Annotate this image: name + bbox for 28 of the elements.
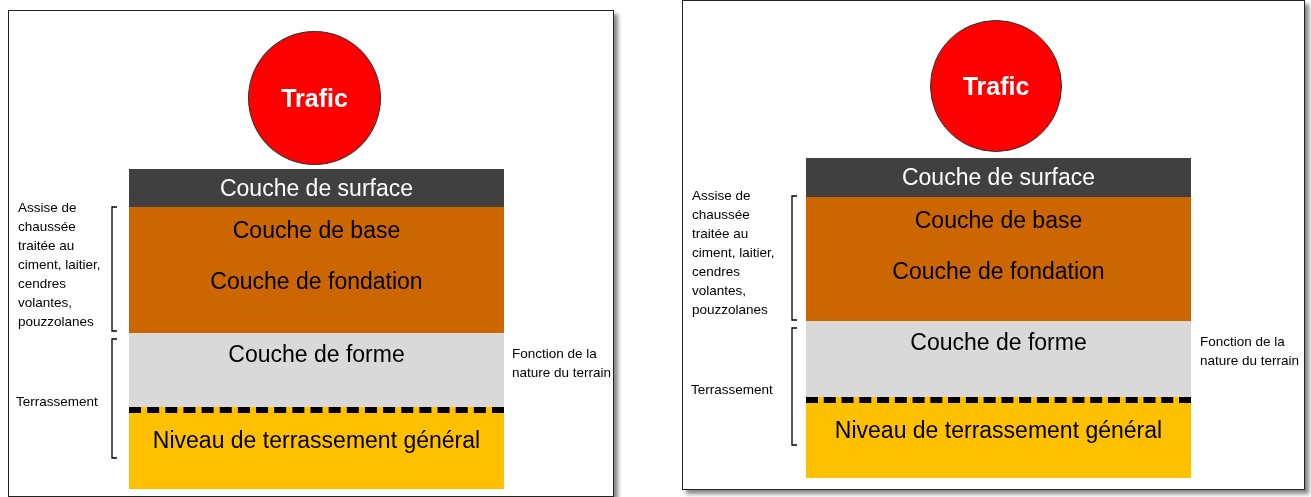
surface-layer (806, 158, 1191, 197)
formation-layer (129, 333, 504, 409)
layer-name: Couche de forme (228, 341, 405, 368)
side-note: Terrassement (691, 381, 774, 399)
diagram-panel (8, 10, 614, 497)
formation-layer (806, 321, 1191, 397)
side-note: Assise de chaussée traitée au ciment, laitier, cendres volantes, pouzzolanes (18, 199, 102, 331)
circle-label: Trafic (281, 83, 348, 113)
side-note: Terrassement (16, 393, 99, 411)
layer-name: Couche de base (914, 207, 1083, 234)
earthwork-layer (806, 397, 1191, 478)
base-layer (806, 197, 1191, 321)
layer-name: Niveau de terrassement général (152, 427, 481, 454)
diagram-panel (682, 0, 1305, 490)
layer-name: Niveau de terrassement général (834, 417, 1163, 444)
surface-layer (129, 169, 504, 207)
base-layer (129, 207, 504, 333)
layer-name: Couche de base (232, 217, 401, 244)
side-note: Assise de chaussée traitée au ciment, laitier, cendres volantes, pouzzolanes (692, 187, 776, 319)
side-note: Fonction de la nature du terrain (1200, 333, 1301, 370)
side-note: Fonction de la nature du terrain (512, 345, 612, 382)
layer-name: Couche de surface (901, 164, 1096, 191)
layer-name: Couche de fondation (892, 258, 1105, 285)
circle-label: Trafic (962, 71, 1030, 101)
layer-name: Couche de fondation (210, 268, 423, 295)
earthwork-layer (129, 407, 504, 489)
layer-name: Couche de forme (910, 329, 1087, 356)
layer-name: Couche de surface (219, 174, 414, 202)
